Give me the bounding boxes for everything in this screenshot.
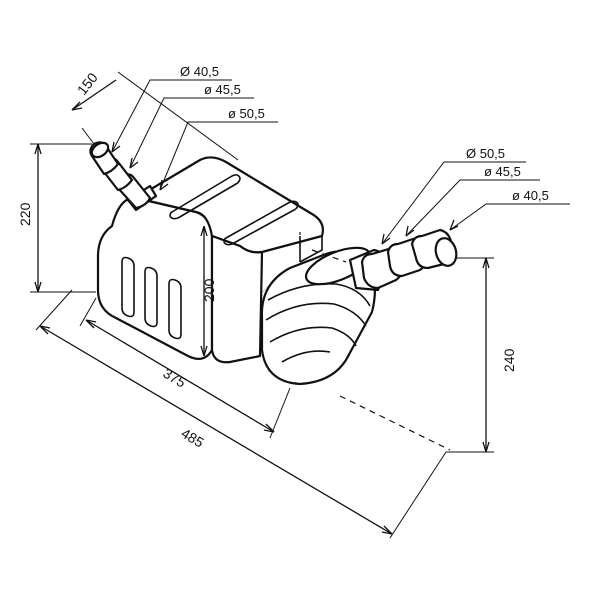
dimension-485-label: 485 <box>178 425 206 451</box>
dimension-375-label: 375 <box>160 365 188 391</box>
round-muffler-body <box>260 246 377 386</box>
right-diameter-leaders <box>381 161 570 245</box>
left-diameter-40-label: Ø 40,5 <box>180 64 219 79</box>
left-hose-connector <box>89 141 158 212</box>
dimension-lines <box>30 71 494 539</box>
left-diameter-45-label: ø 45,5 <box>204 82 241 97</box>
right-diameter-50-label: Ø 50,5 <box>466 146 505 161</box>
dimension-200-label: 200 <box>201 278 217 302</box>
left-diameter-50-label: ø 50,5 <box>228 106 265 121</box>
dimension-240-label: 240 <box>501 348 517 372</box>
right-diameter-45-label: ø 45,5 <box>484 164 521 179</box>
top-vent-slots <box>169 174 299 246</box>
dimension-220-label: 220 <box>17 202 33 226</box>
right-hose-connector <box>348 228 458 292</box>
front-vent-slots <box>121 256 182 340</box>
left-diameter-leaders <box>111 79 278 191</box>
hidden-lines <box>299 232 451 451</box>
right-diameter-40-label: ø 40,5 <box>512 188 549 203</box>
muffler-box-body <box>96 156 324 364</box>
